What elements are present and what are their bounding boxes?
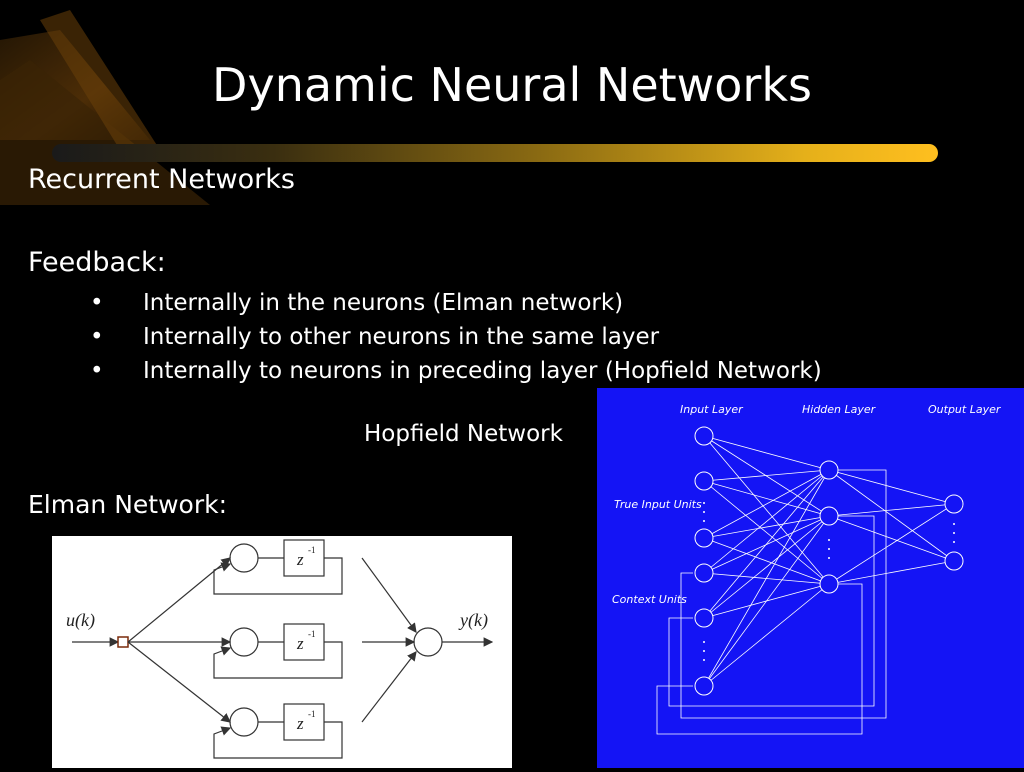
input-node (694, 426, 714, 446)
list-item: • Internally in the neurons (Elman netwo… (90, 286, 822, 320)
hidden-layer-label: Hidden Layer (802, 403, 877, 416)
hidden-node (819, 460, 839, 480)
list-item: • Internally to other neurons in the sam… (90, 320, 822, 354)
hopfield-diagram-svg: Input Layer Hidden Layer Output Layer Tr… (612, 403, 1002, 735)
feedback-heading: Feedback: (28, 247, 166, 278)
input-layer-label: Input Layer (680, 403, 744, 416)
hopfield-diagram: Input Layer Hidden Layer Output Layer Tr… (597, 388, 1024, 768)
input-hidden-connections (703, 435, 830, 687)
bullet-text: Internally in the neurons (Elman network… (143, 290, 624, 316)
hidden-node (819, 574, 839, 594)
delay-exponent: -1 (308, 545, 316, 555)
bullet-text: Internally to other neurons in the same … (143, 324, 660, 350)
title-underline-bar (52, 144, 938, 162)
output-node (944, 551, 964, 571)
delay-exponent: -1 (308, 709, 316, 719)
delay-label: z (296, 550, 304, 569)
corner-decoration (0, 10, 210, 205)
elman-diagram-svg: u(k) y(k) z -1 z -1 z -1 (66, 539, 494, 759)
bullet-glyph: • (90, 324, 104, 350)
list-item: • Internally to neurons in preceding lay… (90, 354, 822, 388)
bullet-glyph: • (90, 358, 104, 384)
input-node (694, 528, 714, 548)
delay-label: z (296, 634, 304, 653)
true-input-units-label: True Input Units (614, 498, 702, 511)
context-node (694, 563, 714, 583)
bullet-text: Internally to neurons in preceding layer… (143, 358, 822, 384)
hidden-output-connections (828, 469, 955, 585)
output-node (944, 494, 964, 514)
section-heading: Recurrent Networks (28, 164, 295, 195)
context-node (694, 608, 714, 628)
delay-label: z (296, 714, 304, 733)
ellipsis-dots (703, 502, 955, 661)
feedback-list: • Internally in the neurons (Elman netwo… (90, 286, 822, 388)
bullet-glyph: • (90, 290, 104, 316)
hopfield-caption: Hopfield Network (364, 421, 563, 447)
elman-input-label: u(k) (66, 610, 95, 631)
context-node (694, 676, 714, 696)
hidden-node (819, 506, 839, 526)
output-layer-label: Output Layer (928, 403, 1002, 416)
elman-output-label: y(k) (458, 610, 488, 631)
delay-exponent: -1 (308, 629, 316, 639)
input-node (694, 471, 714, 491)
context-units-label: Context Units (612, 593, 687, 606)
slide-title: Dynamic Neural Networks (212, 58, 812, 112)
context-feedback-lines (656, 469, 887, 735)
elman-heading: Elman Network: (28, 490, 228, 519)
elman-diagram: u(k) y(k) z -1 z -1 z -1 (52, 536, 512, 768)
